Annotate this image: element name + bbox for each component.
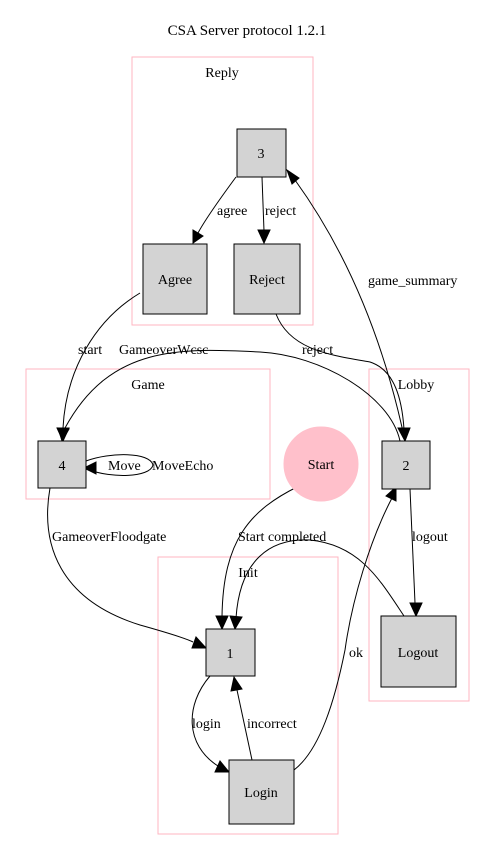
- svg-text:Reject: Reject: [249, 273, 285, 288]
- node-4: 4: [37, 440, 87, 489]
- cluster-init: Init: [157, 556, 339, 835]
- svg-text:Logout: Logout: [398, 646, 439, 661]
- edge-reject-2: reject: [275, 313, 411, 443]
- cluster-game: Game: [25, 368, 271, 500]
- edge-login-2: ok: [293, 485, 397, 771]
- svg-text:Agree: Agree: [158, 273, 192, 288]
- edge-start-1: Start completed: [215, 485, 326, 631]
- svg-text:Login: Login: [244, 786, 277, 801]
- edge-label-gameover-floodgate: GameoverFloodgate: [52, 530, 166, 545]
- edge-label-incorrect: incorrect: [247, 717, 297, 732]
- node-agree: Agree: [142, 243, 208, 315]
- edge-1-login: login: [191, 675, 231, 773]
- edge-label-move-echo: MoveEcho: [152, 459, 213, 474]
- node-3: 3: [236, 128, 287, 178]
- edge-label-start: start: [78, 343, 102, 358]
- edge-4-self: Move MoveEcho: [82, 454, 213, 476]
- edge-label-login: login: [192, 717, 221, 732]
- edge-label-game-summary: game_summary: [368, 274, 457, 289]
- edge-label-agree: agree: [217, 204, 247, 219]
- edge-label-logout: logout: [412, 530, 448, 545]
- edge-label-gameover-wcsc: GameoverWcsc: [119, 343, 208, 358]
- node-login: Login: [228, 759, 295, 825]
- edge-3-agree: agree: [192, 176, 247, 244]
- svg-text:Start: Start: [308, 458, 335, 473]
- svg-text:3: 3: [258, 147, 265, 162]
- cluster-lobby: Lobby: [368, 368, 470, 702]
- edge-label-reject-lobby: reject: [302, 343, 333, 358]
- edge-2-3: game_summary: [286, 168, 457, 442]
- cluster-init-label: Init: [238, 566, 258, 581]
- node-logout: Logout: [380, 615, 457, 688]
- edge-label-move: Move: [108, 459, 141, 474]
- node-reject: Reject: [233, 243, 301, 315]
- cluster-reply: Reply: [131, 56, 314, 326]
- edge-login-1: incorrect: [230, 675, 297, 761]
- svg-text:1: 1: [227, 647, 234, 662]
- cluster-reply-label: Reply: [205, 66, 238, 81]
- node-2: 2: [381, 440, 431, 490]
- cluster-game-label: Game: [131, 378, 164, 393]
- edge-logout-1: [229, 539, 405, 631]
- svg-text:4: 4: [59, 459, 66, 474]
- edge-3-reject: reject: [257, 176, 296, 245]
- node-start: Start: [283, 426, 359, 502]
- edge-2-4: GameoverWcsc: [57, 343, 401, 443]
- edge-label-ok: ok: [349, 646, 363, 661]
- diagram-title: CSA Server protocol 1.2.1: [168, 23, 327, 39]
- edge-label-start-completed: Start completed: [238, 530, 326, 545]
- edge-agree-4: start: [56, 292, 141, 443]
- cluster-lobby-label: Lobby: [398, 378, 435, 393]
- edge-4-1: GameoverFloodgate: [47, 487, 208, 649]
- node-1: 1: [205, 628, 256, 677]
- edge-2-logout: logout: [409, 488, 448, 618]
- edge-label-reject: reject: [265, 204, 296, 219]
- svg-text:2: 2: [403, 459, 410, 474]
